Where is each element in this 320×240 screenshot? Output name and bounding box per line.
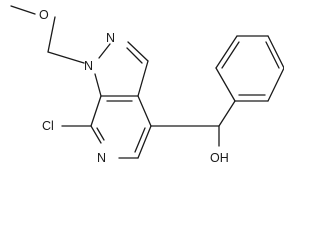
bond-oxygen-to-ch2 bbox=[47, 16, 56, 53]
phenyl-ring bbox=[215, 35, 284, 102]
bond-ph2-inner bbox=[221, 41, 240, 69]
bond-carbinol-phenyl bbox=[218, 100, 236, 127]
pyrazole-ring bbox=[94, 41, 149, 97]
methoxymethyl-chain bbox=[10, 5, 85, 64]
bond-c7a-n1 bbox=[94, 73, 102, 97]
bond-c7a-c7 bbox=[90, 95, 102, 127]
bond-c5-c4-inner bbox=[134, 127, 146, 153]
bond-n1-n2 bbox=[98, 43, 111, 59]
bond-c7-n6 bbox=[90, 125, 102, 144]
bond-ph2 bbox=[215, 35, 238, 69]
bond-ph4 bbox=[267, 35, 284, 69]
bond-methyl-to-oxygen bbox=[10, 5, 36, 15]
bond-c5-c4 bbox=[137, 125, 152, 159]
carbinol-group bbox=[150, 100, 236, 147]
bond-ph5 bbox=[267, 67, 284, 102]
bond-n2-c3 bbox=[127, 41, 149, 62]
atom-n2: N bbox=[106, 31, 115, 45]
atom-ether-oxygen: O bbox=[39, 8, 49, 22]
atom-hydroxyl: OH bbox=[210, 151, 229, 165]
atom-chlorine: Cl bbox=[42, 119, 54, 133]
molecule-structure: O N N N Cl OH bbox=[10, 5, 284, 165]
bond-ch2-to-n1 bbox=[47, 51, 85, 64]
bond-ph4-inner bbox=[265, 41, 280, 69]
bond-n2-c3-inner bbox=[126, 47, 143, 64]
bond-ph1 bbox=[215, 67, 236, 102]
atom-n1: N bbox=[84, 59, 93, 73]
bond-c7-n6-inner bbox=[96, 127, 105, 141]
bond-c3-c3a bbox=[137, 60, 149, 97]
bond-c4-c3a bbox=[137, 95, 152, 127]
atom-pyridine-n: N bbox=[97, 151, 106, 165]
pyridine-ring bbox=[90, 95, 152, 159]
